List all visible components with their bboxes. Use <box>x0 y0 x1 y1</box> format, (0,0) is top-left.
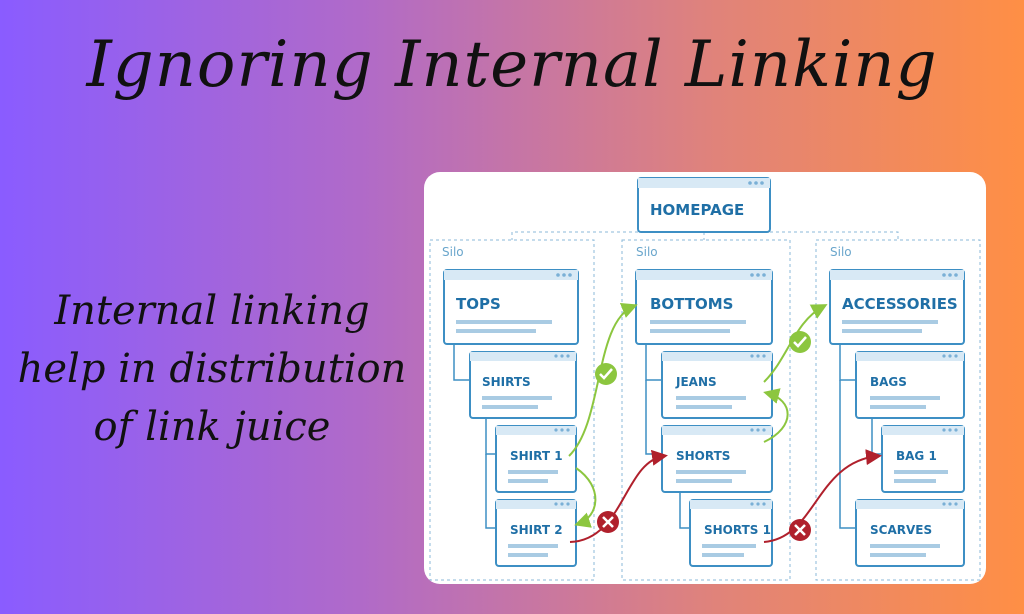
silo-label: Silo <box>636 245 658 259</box>
page-box-bags: BAGS <box>855 351 965 419</box>
category-label: TOPS <box>456 295 501 313</box>
diagram-panel: Silo Silo Silo HOMEPAGE TOPS <box>424 172 986 584</box>
silo-container: Silo <box>815 239 981 581</box>
page-label: BAGS <box>870 375 907 389</box>
page-title: Ignoring Internal Linking <box>86 28 938 102</box>
page-box-shirts: SHIRTS <box>469 351 577 419</box>
page-box-shorts: SHORTS <box>661 425 773 493</box>
page-label: SHIRT 2 <box>510 523 563 537</box>
cross-icon <box>789 519 811 541</box>
page-label: SHORTS <box>676 449 730 463</box>
page-label: JEANS <box>675 375 717 389</box>
page-box-scarves: SCARVES <box>855 499 965 567</box>
subtitle-line: Internal linking <box>54 288 370 334</box>
silo-label: Silo <box>830 245 852 259</box>
page-label: SCARVES <box>870 523 932 537</box>
page-label: BAG 1 <box>896 449 937 463</box>
category-label: BOTTOMS <box>650 295 733 313</box>
check-icon <box>595 363 617 385</box>
page-label: SHIRTS <box>482 375 531 389</box>
page-box-jeans: JEANS <box>661 351 773 419</box>
silo-container: Silo <box>621 239 791 581</box>
page-label: SHIRT 1 <box>510 449 563 463</box>
subtitle-line: help in distribution <box>17 346 407 392</box>
page-box-shirt-1: SHIRT 1 <box>495 425 577 493</box>
silo-container: Silo <box>429 239 595 581</box>
silo-structure-diagram: Silo Silo Silo HOMEPAGE TOPS <box>429 177 981 581</box>
page-label: SHORTS 1 <box>704 523 771 537</box>
cross-icon <box>597 511 619 533</box>
check-icon <box>789 331 811 353</box>
category-box-bottoms: BOTTOMS <box>635 269 773 345</box>
bad-links <box>569 449 882 543</box>
subtitle-line: of link juice <box>93 404 331 450</box>
category-box-tops: TOPS <box>443 269 579 345</box>
category-box-accessories: ACCESSORIES <box>829 269 965 345</box>
silo-label: Silo <box>442 245 464 259</box>
category-label: ACCESSORIES <box>842 295 958 313</box>
homepage-links <box>511 231 899 240</box>
homepage-label: HOMEPAGE <box>650 201 744 219</box>
homepage-box: HOMEPAGE <box>637 177 771 233</box>
subtitle: Internal linking help in distribution of… <box>12 282 412 456</box>
page-box-bag-1: BAG 1 <box>881 425 965 493</box>
page-box-shirt-2: SHIRT 2 <box>495 499 577 567</box>
page-box-shorts-1: SHORTS 1 <box>689 499 773 567</box>
